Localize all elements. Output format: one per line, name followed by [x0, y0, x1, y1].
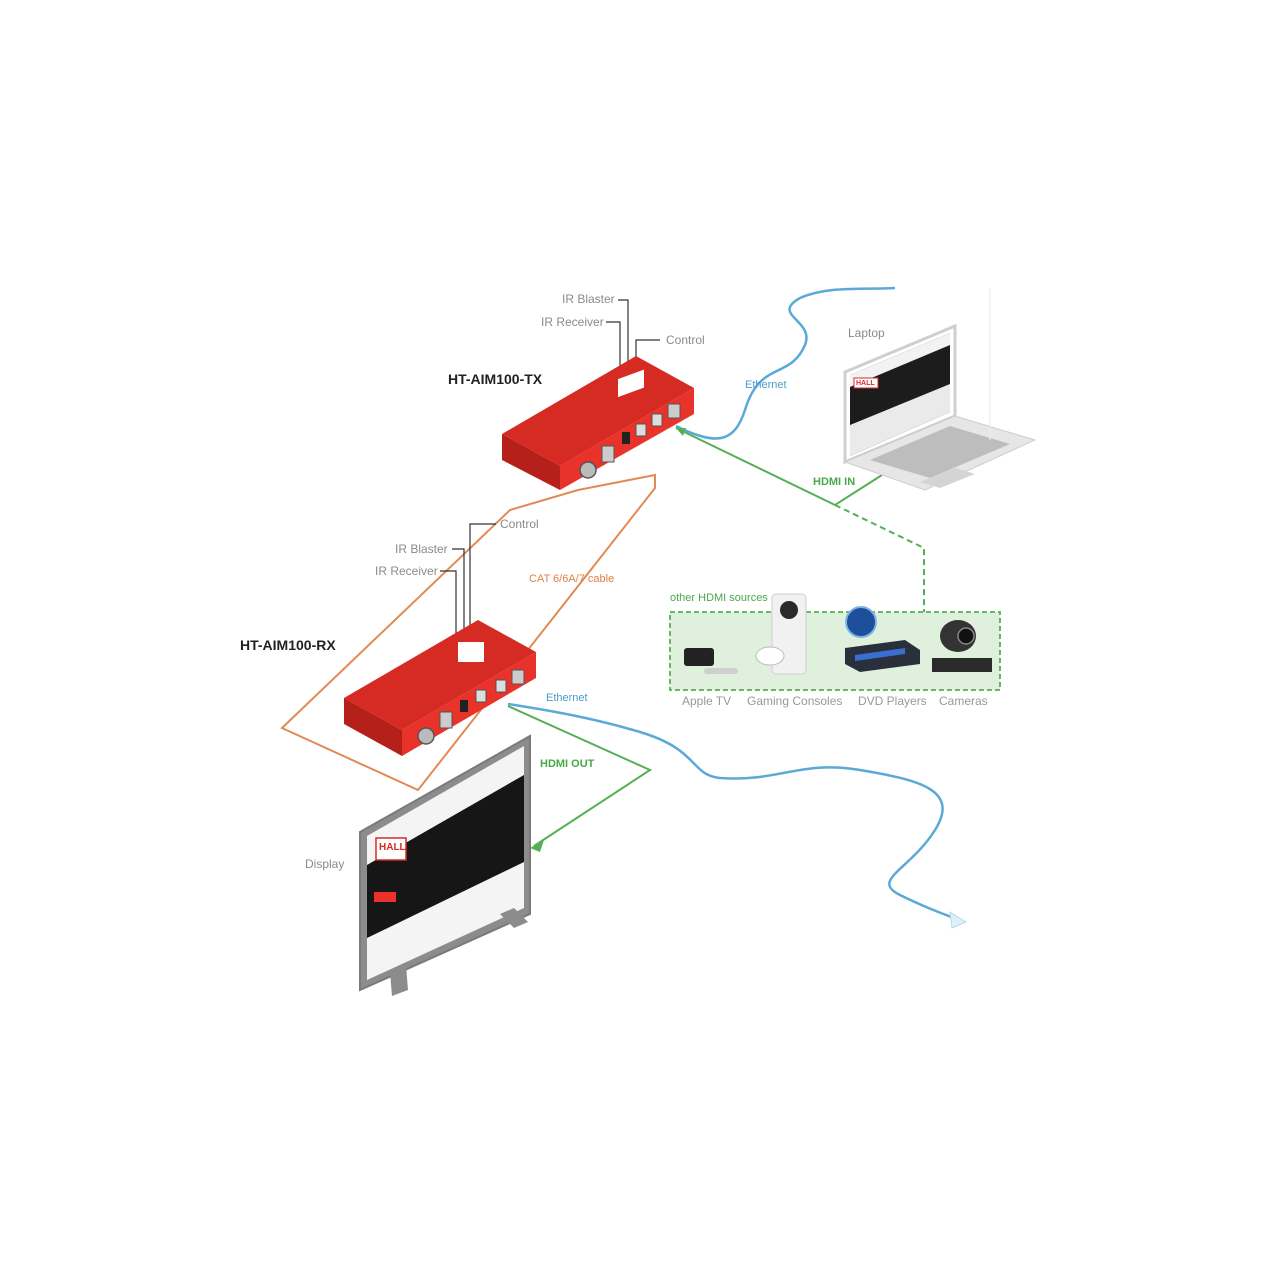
- rx-control-label: Control: [500, 517, 539, 531]
- display-cta: [374, 892, 396, 902]
- rx-device: [344, 620, 536, 756]
- rx-ir-receiver-label: IR Receiver: [375, 564, 438, 578]
- rx-ir-blaster-label: IR Blaster: [395, 542, 448, 556]
- tx-qr-code: [618, 369, 644, 398]
- ethernet-arrow-head: [949, 911, 968, 929]
- ethernet-tx-label: Ethernet: [745, 379, 787, 391]
- hdmi-sources-box: [669, 593, 1001, 691]
- source-apple-tv-label: Apple TV: [682, 694, 732, 708]
- tx-ir-receiver-label: IR Receiver: [541, 315, 604, 329]
- laptop-logo: HALL: [856, 380, 875, 387]
- dvd-disc-icon: [845, 606, 877, 638]
- rx-port: [475, 689, 487, 703]
- tx-port: [601, 445, 615, 463]
- laptop-logo-box: [853, 377, 879, 389]
- tx-port: [622, 432, 630, 444]
- source-dvd-players-label: DVD Players: [858, 694, 927, 708]
- rx-port: [495, 679, 507, 693]
- source-gaming-consoles-label: Gaming Consoles: [747, 694, 843, 708]
- hdmi-sources-title: other HDMI sources: [670, 592, 768, 604]
- rx-port: [511, 669, 525, 685]
- tx-port: [667, 403, 681, 419]
- rx-qr-code: [458, 642, 484, 662]
- hdmi-out-arrow: [530, 840, 544, 852]
- rx-port: [460, 700, 468, 712]
- ethernet-cable-tx: [675, 286, 896, 440]
- display: [359, 734, 531, 996]
- laptop: [843, 323, 1037, 491]
- hdmi-out-cable: [507, 705, 653, 847]
- hdmi-in-label: HDMI IN: [813, 476, 856, 488]
- tx-port: [579, 461, 597, 479]
- display-label: Display: [305, 857, 345, 871]
- ethernet-rx-label: Ethernet: [546, 692, 588, 704]
- tx-port: [635, 423, 647, 437]
- tx-control-label: Control: [666, 333, 705, 347]
- rx-port: [417, 727, 435, 745]
- camera-icon: [932, 658, 992, 672]
- hdmi-sources-dashed: [834, 504, 925, 612]
- display-logo: HALL: [379, 842, 406, 853]
- tx-ir-blaster-label: IR Blaster: [562, 292, 615, 306]
- rx-port: [439, 711, 453, 729]
- ethernet-cable-rx: [507, 702, 961, 922]
- laptop-label: Laptop: [848, 326, 885, 340]
- rx-title: HT-AIM100-RX: [240, 637, 336, 653]
- hdmi-in-arrow: [676, 428, 686, 436]
- hdmi-out-label: HDMI OUT: [540, 758, 595, 770]
- tx-device: [502, 356, 694, 490]
- cat-cable-label: CAT 6/6A/7 cable: [529, 573, 615, 585]
- apple-tv-icon: [684, 648, 714, 666]
- tx-port: [651, 413, 663, 427]
- display-logo-box: [375, 837, 407, 861]
- cat-cable: [280, 473, 656, 792]
- tx-title: HT-AIM100-TX: [448, 371, 543, 387]
- source-cameras-label: Cameras: [939, 694, 988, 708]
